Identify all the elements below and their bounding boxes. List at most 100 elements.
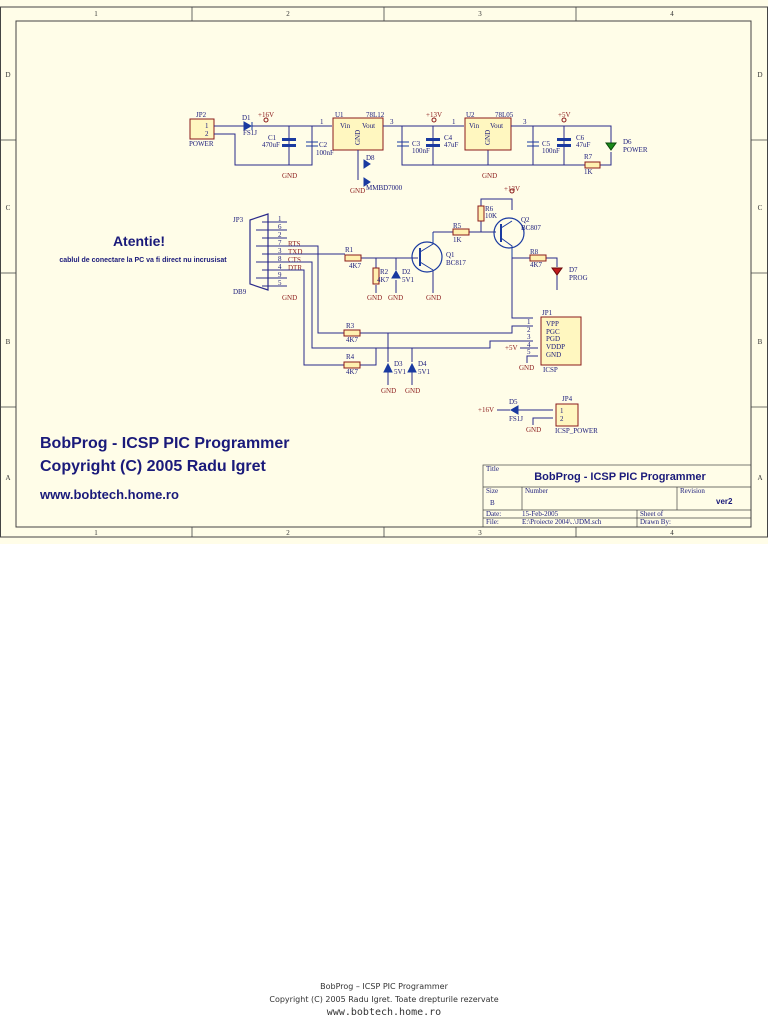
v16-label: +16V [258,111,274,119]
col-label: 1 [94,529,98,537]
d4-ref: D4 [418,360,427,368]
date-label: Date: [486,510,501,518]
signal-cts: CTS [288,256,301,264]
db9-pin: 2 [278,231,282,239]
gnd-label: GND [405,387,420,395]
sheet-background [0,0,768,544]
d1-ref: D1 [242,114,251,122]
db9-pin: 8 [278,255,282,263]
v16-label: +16V [478,406,494,414]
credits-copyright: Copyright (C) 2005 Radu Igret [40,458,266,475]
footer-url: www.bobtech.home.ro [326,1007,442,1018]
d8-diode [363,159,371,169]
jp4-ref: JP4 [562,395,573,403]
r8-ref: R8 [530,248,539,256]
col-label: 3 [478,529,482,537]
u1-regulator [332,117,384,151]
r1-value: 4K7 [349,262,362,270]
col-label: 3 [478,10,482,18]
size-value: B [490,499,495,507]
r4-value: 4K7 [346,368,359,376]
c1-capacitor [282,138,296,141]
svg-text:2: 2 [527,326,531,334]
col-label: 2 [286,10,290,18]
r7-value: 1K [584,168,593,176]
grid-dividers [0,7,768,537]
col-label: 1 [94,10,98,18]
jp4-connector [555,403,579,427]
r6-ref: R6 [485,205,494,213]
jp2-ref: JP2 [196,111,207,119]
jp4-pin2: 2 [560,415,564,423]
d7-led [551,267,563,276]
r1-ref: R1 [345,246,354,254]
schematic-sheet: 1 2 3 4 1 2 3 4 D C B A D C B A JP2 1 2 … [0,0,768,544]
u2-vout: Vout [490,122,503,130]
r7-resistor [584,161,601,169]
svg-text:4: 4 [527,341,531,349]
c1-ref: C1 [268,134,277,142]
u1-vout: Vout [362,122,375,130]
q2-ref: Q2 [521,216,530,224]
jp1-ref: JP1 [542,309,553,317]
signal-txd: TXD [288,248,302,256]
drawn-by-label: Drawn By: [640,518,671,526]
r4-ref: R4 [346,353,355,361]
d5-ref: D5 [509,398,518,406]
u1-value: 78L12 [366,111,385,119]
d3-zener [383,362,393,373]
gnd-label: GND [367,294,382,302]
signal-dtr: DTR [288,264,302,272]
u2-regulator [464,117,512,151]
u2-pin-out: 3 [523,118,527,126]
size-label: Size [486,487,498,495]
gnd-label: GND [350,187,365,195]
row-label: B [758,338,763,346]
d8-ref: D8 [366,154,375,162]
q1-ref: Q1 [446,251,455,259]
date-value: 15-Feb-2005 [522,510,559,518]
db9-pin: 5 [278,279,282,287]
r3-ref: R3 [346,322,355,330]
c4-capacitor [426,138,440,141]
jp1-icsp-header [540,316,582,366]
u1-ref: U1 [335,111,344,119]
d6-value: POWER [623,146,648,154]
jp3-name: DB9 [233,288,247,296]
svg-text:PGC: PGC [546,328,560,336]
db9-pin: 6 [278,223,282,231]
row-label: A [5,474,10,482]
d5-diode [509,405,519,415]
jp3-ref: JP3 [233,216,244,224]
jp4-name: ICSP_POWER [555,427,598,435]
d7-value: PROG [569,274,588,282]
jp2-pin2: 2 [205,130,209,138]
gnd-label: GND [526,426,541,434]
gnd-label: GND [388,294,403,302]
notice-title: Atentie! [113,233,165,249]
svg-text:5: 5 [527,348,531,356]
page-footer: BobProg – ICSP PIC Programmer Copyright … [0,980,768,1019]
c1-value: 470uF [262,141,280,149]
d2-value: 5V1 [402,276,415,284]
u1-pin-in: 1 [320,118,324,126]
gnd-label: GND [482,172,497,180]
v13-label: +13V [504,185,520,193]
row-label: D [757,71,762,79]
file-value: E:\Proiecte 2004\..\JDM.sch [522,518,602,526]
q2-value: BC807 [521,224,541,232]
c6-capacitor [557,138,571,141]
svg-text:VDDP: VDDP [546,343,565,351]
gnd-label: GND [519,364,534,372]
title-value: BobProg - ICSP PIC Programmer [534,471,706,483]
d6-ref: D6 [623,138,632,146]
revision-label: Revision [680,487,705,495]
r3-value: 4K7 [346,336,359,344]
row-label: C [6,204,11,212]
u2-gnd: GND [484,130,492,145]
d1-value: FS1J [243,129,257,137]
r5-value: 1K [453,236,462,244]
d8-value: MMBD7000 [366,184,403,192]
file-label: File: [486,518,499,526]
d2-ref: D2 [402,268,411,276]
